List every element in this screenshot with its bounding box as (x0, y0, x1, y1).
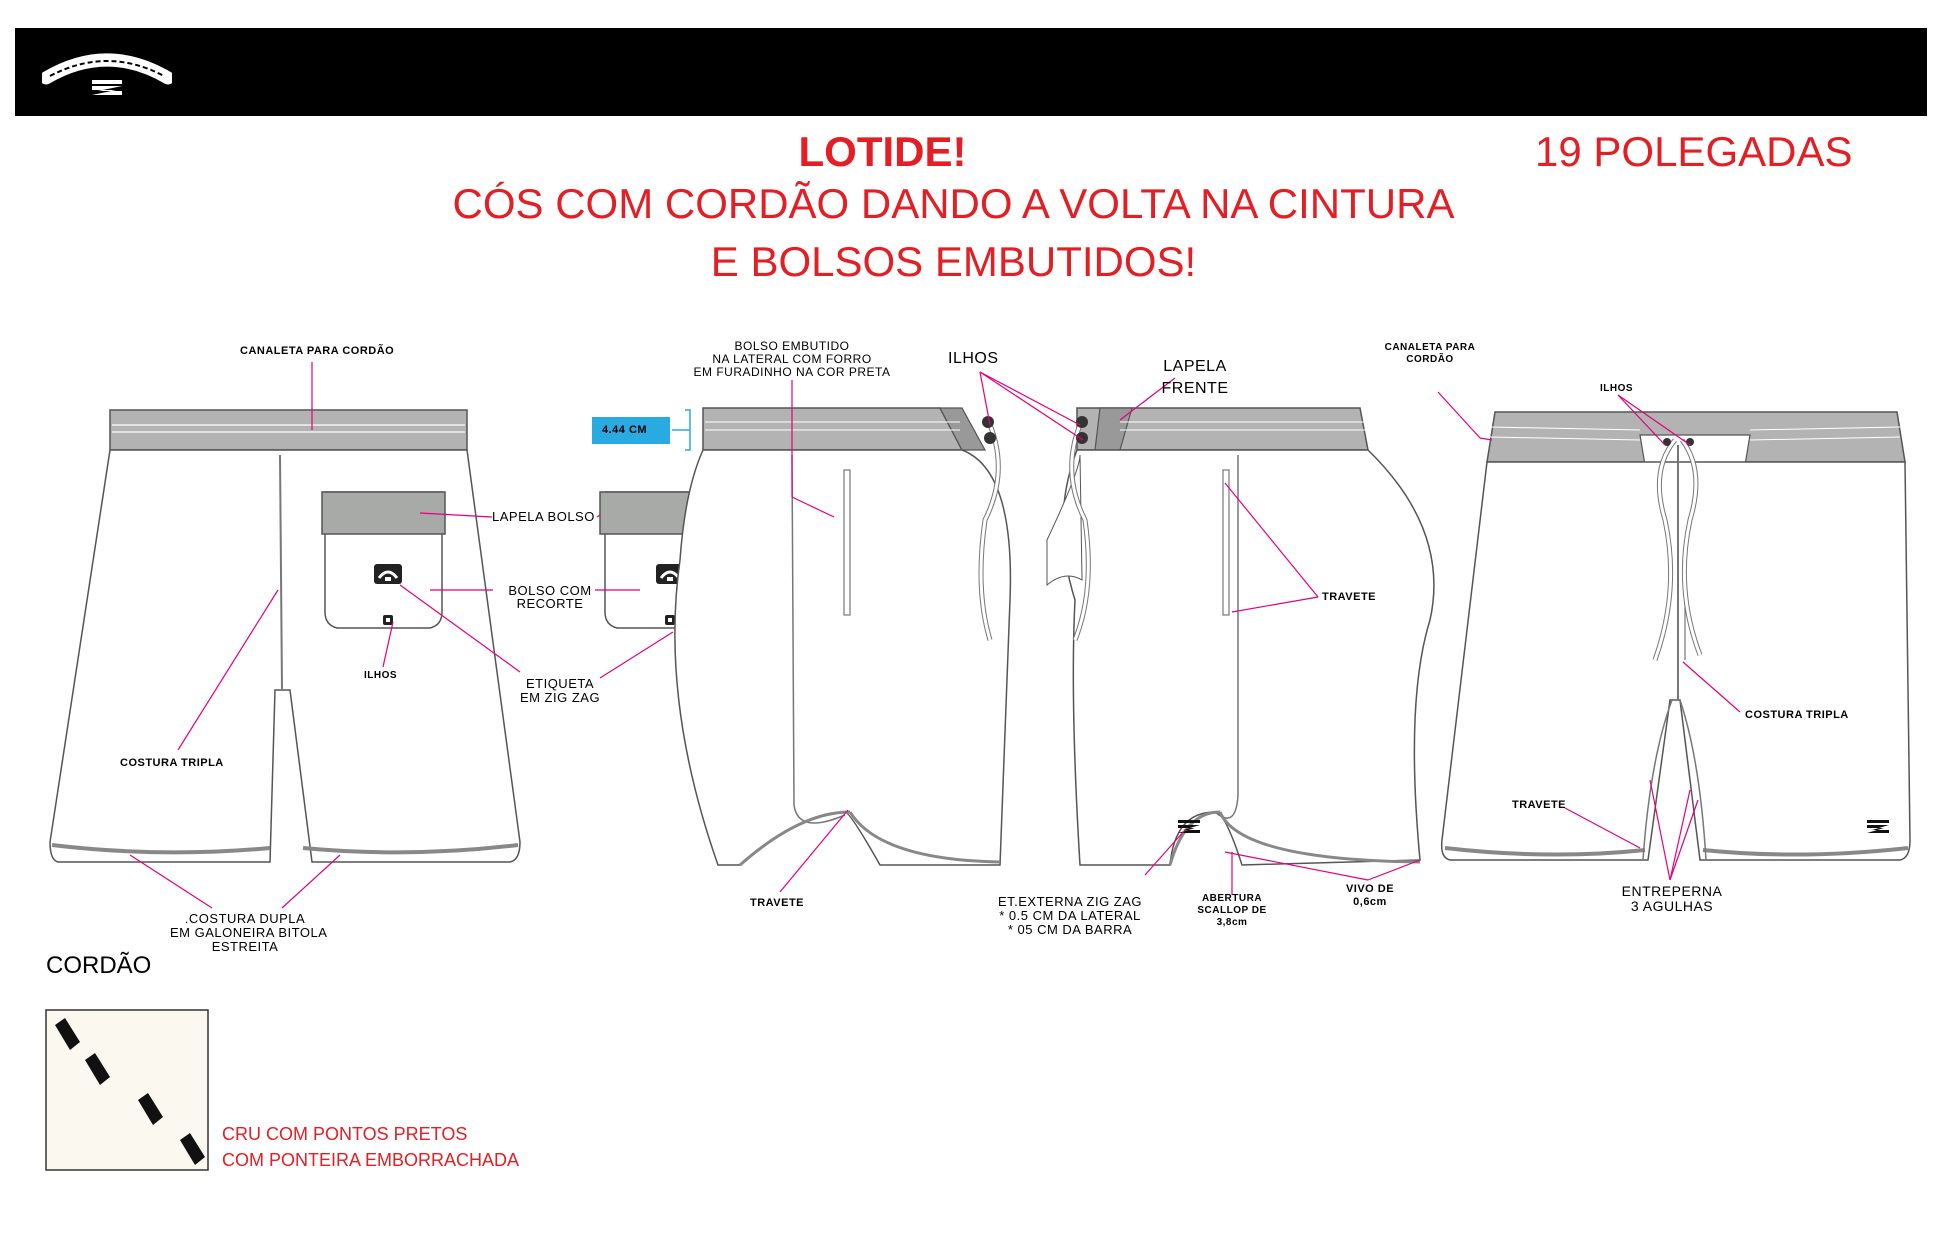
title-line-3: E BOLSOS EMBUTIDOS! (710, 238, 1197, 285)
side-view-back (674, 407, 1012, 867)
back-view (49, 409, 744, 863)
label-ilhos-side: ILHOS (948, 350, 999, 367)
label-vivo-2: 0,6cm (1353, 896, 1387, 908)
side-view-front (1046, 407, 1435, 866)
label-abertura-1: ABERTURA (1201, 893, 1263, 904)
measure-value: 4.44 CM (602, 424, 648, 436)
label-costura-tripla-back: COSTURA TRIPLA (120, 757, 224, 769)
label-travete-front: TRAVETE (1512, 799, 1567, 811)
label-bolso-recorte: BOLSO COM RECORTE (500, 584, 600, 610)
label-ilhos-front: ILHOS (1600, 383, 1634, 394)
label-travete-side-bottom: TRAVETE (750, 897, 805, 909)
label-bolso-embutido: BOLSO EMBUTIDO NA LATERAL COM FORRO EM F… (672, 340, 912, 379)
label-canaleta: CANALETA PARA CORDÃO (240, 345, 395, 357)
label-costura-dupla-2: EM GALONEIRA BITOLA (170, 925, 328, 940)
label-et-externa-3: * 05 CM DA BARRA (1007, 922, 1133, 937)
side-callouts (779, 371, 1421, 895)
cordao-desc-2: COM PONTEIRA EMBORRACHADA (222, 1150, 520, 1170)
label-lapela-bolso: LAPELA BOLSO (492, 509, 595, 524)
label-entreperna-2: 3 AGULHAS (1630, 898, 1714, 914)
label-bolso-recorte-1: BOLSO COM (508, 583, 592, 598)
label-costura-dupla-1: .COSTURA DUPLA (184, 911, 306, 926)
label-lapela-frente: LAPELA FRENTE (1160, 356, 1230, 400)
front-callouts (1437, 391, 1741, 881)
label-etiqueta-1: ETIQUETA (525, 676, 595, 691)
billabong-logo (42, 53, 172, 95)
cordao-title: CORDÃO (46, 952, 152, 979)
label-bolso-embutido-1: BOLSO EMBUTIDO (734, 339, 850, 353)
label-abertura-3: 3,8cm (1216, 917, 1248, 928)
label-travete-side-right: TRAVETE (1322, 591, 1377, 603)
label-et-externa-1: ET.EXTERNA ZIG ZAG (997, 894, 1143, 909)
label-costura-dupla: .COSTURA DUPLA EM GALONEIRA BITOLA ESTRE… (170, 911, 328, 954)
label-bolso-embutido-3: EM FURADINHO NA COR PRETA (693, 365, 891, 379)
size-label: 19 POLEGADAS (1535, 128, 1853, 175)
cordao-swatch (45, 1009, 209, 1171)
label-costura-dupla-3: ESTREITA (211, 939, 279, 954)
label-ilhos-back: ILHOS (364, 670, 398, 681)
measure-bracket (672, 409, 691, 451)
label-canaleta-front-2: CORDÃO (1406, 354, 1454, 365)
label-lapela-frente-1: LAPELA (1163, 358, 1227, 375)
label-lapela-frente-2: FRENTE (1161, 380, 1229, 397)
measure-box (592, 417, 670, 444)
label-bolso-recorte-2: RECORTE (516, 596, 584, 611)
label-etiqueta-2: EM ZIG ZAG (519, 690, 601, 705)
front-view (1440, 411, 1911, 861)
label-costura-tripla-front: COSTURA TRIPLA (1745, 709, 1849, 721)
label-canaleta-front: CANALETA PARA CORDÃO (1370, 342, 1490, 366)
label-vivo-1: VIVO DE (1345, 883, 1395, 895)
label-entreperna-1: ENTREPERNA (1621, 883, 1723, 899)
label-vivo: VIVO DE 0,6cm (1340, 883, 1400, 909)
title-line-1: LOTIDE! (798, 128, 967, 175)
label-entreperna: ENTREPERNA 3 AGULHAS (1612, 884, 1732, 914)
label-abertura: ABERTURA SCALLOP DE 3,8cm (1192, 893, 1272, 929)
label-bolso-embutido-2: NA LATERAL COM FORRO (712, 352, 872, 366)
title-line-2: CÓS COM CORDÃO DANDO A VOLTA NA CINTURA (452, 180, 1455, 227)
label-abertura-2: SCALLOP DE (1197, 905, 1267, 916)
cordao-desc-1: CRU COM PONTOS PRETOS (222, 1124, 468, 1144)
label-et-externa: ET.EXTERNA ZIG ZAG * 0.5 CM DA LATERAL *… (990, 895, 1150, 937)
label-canaleta-front-1: CANALETA PARA (1384, 342, 1476, 353)
header-banner (15, 28, 1927, 116)
label-et-externa-2: * 0.5 CM DA LATERAL (999, 908, 1141, 923)
label-etiqueta: ETIQUETA EM ZIG ZAG (510, 677, 610, 705)
back-callouts (129, 362, 674, 909)
